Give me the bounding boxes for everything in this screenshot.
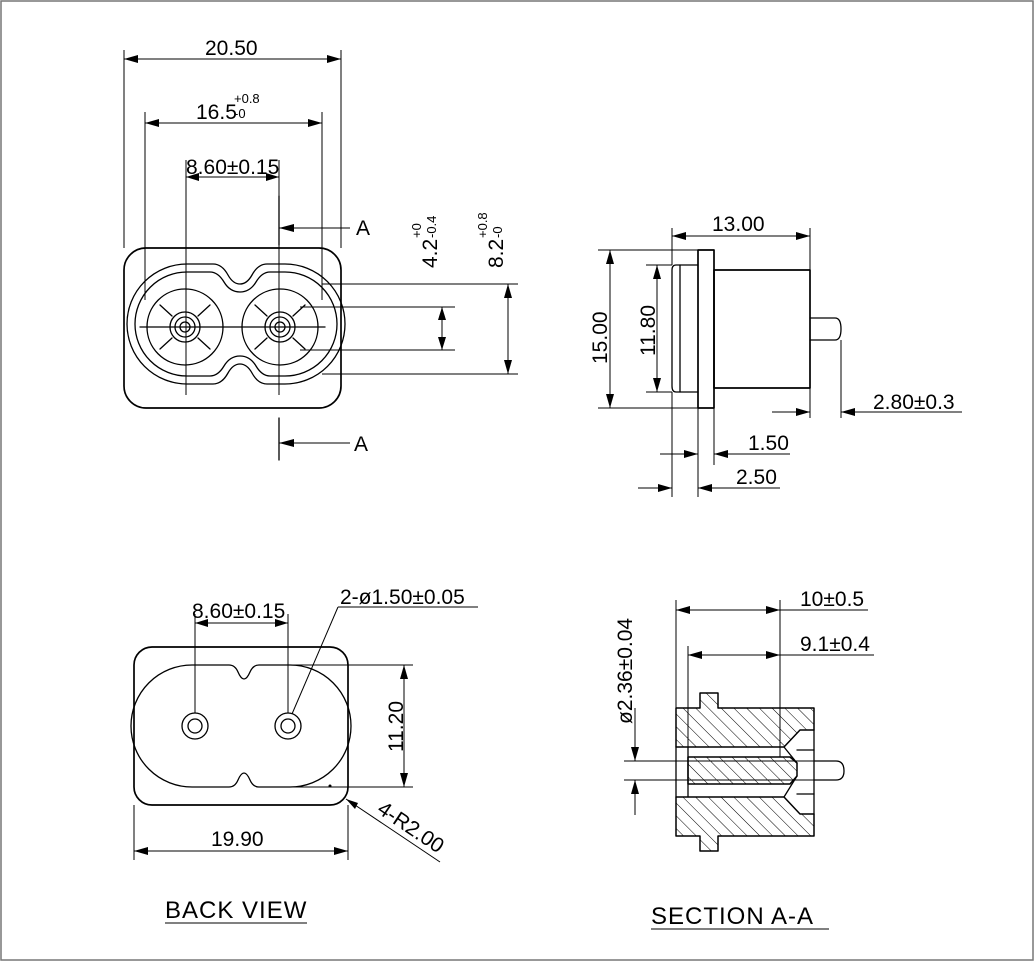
front-figure8-outer [126, 263, 346, 385]
svg-text:8.2: 8.2 [485, 239, 508, 268]
dim-back-width: 19.90 [211, 828, 264, 851]
front-housing-outline [123, 247, 342, 409]
back-figure8-outline [130, 664, 352, 788]
side-pin [809, 317, 842, 341]
dim-back-pin-spacing: 8.60±0.15 [192, 600, 285, 623]
dim-inner-height: 4.2 +0 -0.4 [409, 216, 442, 268]
dim-section-length-inner: 9.1±0.4 [800, 633, 870, 656]
dim-opening-width: 16.5 [196, 101, 237, 124]
dim-pin-length: 2.80±0.3 [873, 391, 955, 414]
side-flange [697, 249, 715, 409]
dim-depth: 13.00 [712, 213, 765, 236]
back-view: 8.60±0.15 2-ø1.50±0.05 11.20 19.90 4-R2.… [130, 586, 478, 924]
dim-corner-radius: 4-R2.00 [373, 797, 448, 858]
section-lower-wall [675, 796, 815, 852]
back-right-hole-inner [280, 718, 296, 734]
dim-flange-height: 15.00 [589, 311, 612, 364]
dim-body-height: 11.80 [637, 305, 660, 356]
back-right-hole [274, 712, 302, 740]
back-housing-outline [133, 646, 349, 806]
dim-pin-diameter: ø2.36±0.04 [614, 618, 637, 724]
section-view: 10±0.5 9.1±0.4 ø2.36±0.04 SECTION A-A [614, 588, 874, 930]
svg-text:+0: +0 [409, 223, 424, 238]
back-left-hole-inner [187, 718, 203, 734]
svg-text:+0.8: +0.8 [475, 212, 490, 238]
svg-text:-0.4: -0.4 [424, 216, 439, 238]
svg-text:4.2: 4.2 [419, 239, 442, 268]
section-marker-bottom: A [354, 433, 368, 456]
dim-opening-tol-upper: +0.8 [234, 91, 260, 106]
side-view: 13.00 15.00 11.80 2.80±0.3 1.50 [589, 213, 962, 497]
dim-back-height: 11.20 [385, 701, 408, 752]
dim-section-length-outer: 10±0.5 [800, 588, 864, 611]
dim-flange-thickness: 1.50 [748, 432, 789, 455]
front-figure8-inner [134, 271, 338, 377]
side-front-lip [671, 264, 699, 393]
dim-pin-spacing-front: 8.60±0.15 [186, 156, 279, 179]
dim-overall-width: 20.50 [205, 37, 258, 60]
back-view-title: BACK VIEW [165, 897, 307, 924]
section-upper-wall [675, 692, 815, 748]
section-view-title: SECTION A-A [651, 903, 814, 930]
section-pin [813, 760, 845, 781]
svg-text:-0: -0 [490, 226, 505, 238]
dim-hole-diameter: 2-ø1.50±0.05 [340, 586, 465, 609]
dim-outer-height: 8.2 +0.8 -0 [475, 212, 508, 268]
dim-flange-offset: 2.50 [736, 466, 777, 489]
back-left-hole [181, 712, 209, 740]
dim-opening-tol-lower: -0 [234, 106, 246, 121]
section-marker-top: A [356, 217, 370, 240]
side-body [713, 269, 811, 389]
front-view: 20.50 16.5 +0.8 -0 8.60±0.15 A A [123, 37, 518, 461]
